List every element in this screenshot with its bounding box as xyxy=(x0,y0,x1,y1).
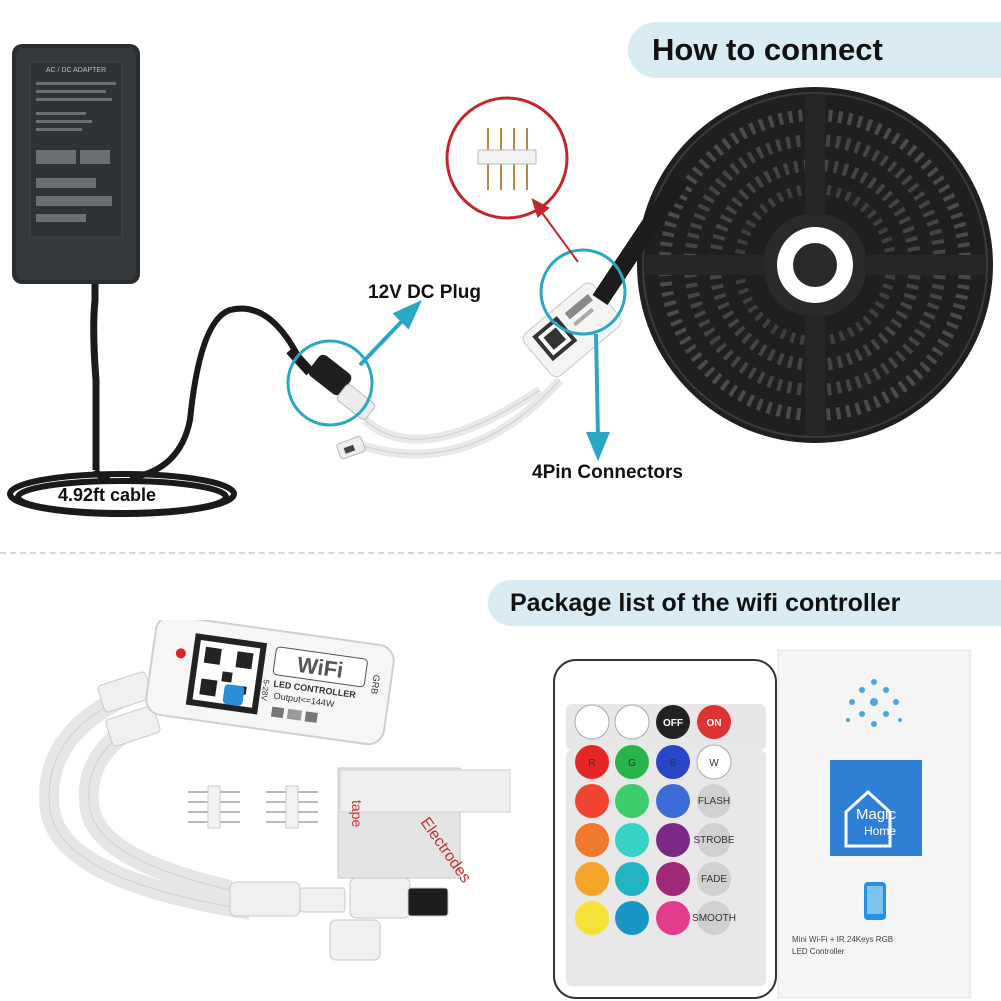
power-adapter: AC / DC ADAPTER xyxy=(12,44,140,470)
dc-plug-callout xyxy=(286,339,374,427)
package-list-title: Package list of the wifi controller xyxy=(510,588,901,617)
adhesive-tape: Electrodes tape xyxy=(337,767,511,886)
user-manual: Magic Home Mini Wi-Fi + IR 24Keys RGB LE… xyxy=(777,649,971,999)
package-list-banner: Package list of the wifi controller xyxy=(488,580,1001,626)
connector-arrow xyxy=(586,333,610,462)
remote-r-text: R xyxy=(588,758,595,769)
manual-caption-line1: Mini Wi-Fi + IR 24Keys RGB xyxy=(792,935,893,944)
pin-connectors-label: 4Pin Connectors xyxy=(532,462,683,483)
wifi-controller-small xyxy=(522,282,622,378)
how-to-connect-title: How to connect xyxy=(652,32,883,67)
plug-arrow xyxy=(358,299,423,367)
controller-side-text: GRB xyxy=(369,674,382,695)
coiled-cable xyxy=(7,305,303,517)
remote-strobe-text: STROBE xyxy=(693,835,734,846)
manual-dots-logo xyxy=(846,679,902,727)
controller-voltage-text: 5-28V xyxy=(259,679,271,702)
remote-smooth-text: SMOOTH xyxy=(692,913,736,924)
dc-plug-label: 12V DC Plug xyxy=(368,282,481,303)
svg-text:tape: tape xyxy=(349,800,365,827)
how-to-connect-banner: How to connect xyxy=(628,22,1001,78)
connector-callout xyxy=(539,248,627,336)
remote-fade-text: FADE xyxy=(701,874,727,885)
package-contents: WiFi LED CONTROLLER Output<=144W GRB 5-2… xyxy=(39,620,971,999)
adapter-label-text: AC / DC ADAPTER xyxy=(46,67,106,74)
connection-diagram: AC / DC ADAPTER xyxy=(7,44,993,517)
red-arrow xyxy=(531,197,579,263)
four-pin-connector-1 xyxy=(188,785,240,829)
cable-length-label: 4.92ft cable xyxy=(58,485,157,505)
wifi-controller-large: WiFi LED CONTROLLER Output<=144W GRB 5-2… xyxy=(145,620,395,746)
remote-on-text: ON xyxy=(707,718,722,729)
section-divider xyxy=(0,552,1001,554)
dc-plug xyxy=(286,346,376,420)
manual-caption-line2: LED Controller xyxy=(792,947,845,956)
remote-w-text: W xyxy=(709,758,719,769)
remote-g-text: G xyxy=(628,758,636,769)
manual-logo-line1: Magic xyxy=(856,806,897,823)
manual-logo-line2: Home xyxy=(864,824,896,838)
remote-off-text: OFF xyxy=(663,718,683,729)
remote-b-text: B xyxy=(670,758,677,769)
led-strip-reel xyxy=(592,87,993,443)
controller-cables xyxy=(358,376,564,459)
four-pin-connector-2 xyxy=(266,785,318,829)
ir-remote: OFF ON R G B W FLASH STROBE FADE SMOOTH xyxy=(553,659,777,999)
remote-flash-text: FLASH xyxy=(698,796,730,807)
pin-connector-zoom-icon xyxy=(477,128,537,190)
